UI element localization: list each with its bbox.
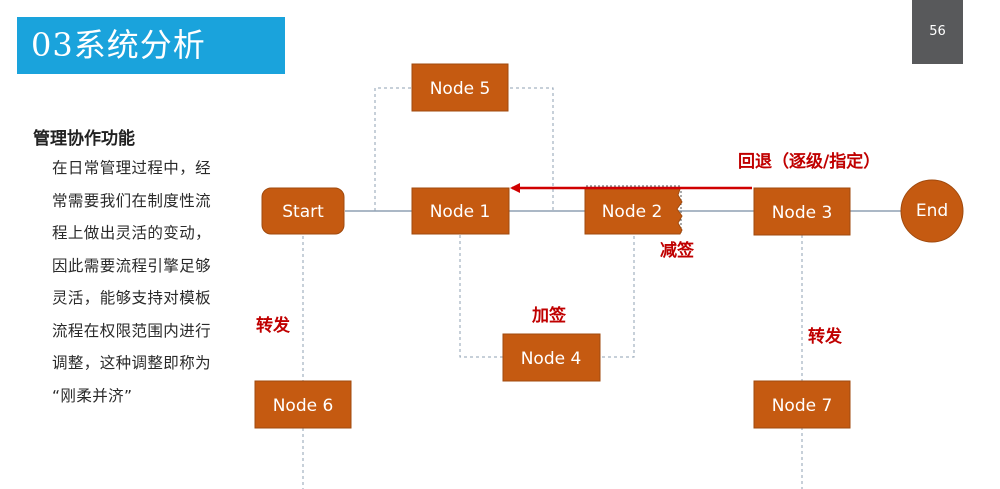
node-end: End: [900, 179, 964, 243]
description-line: 程上做出灵活的变动，: [52, 224, 212, 242]
node-end-label: End: [916, 201, 948, 221]
connector-node4: [459, 235, 635, 358]
node-start-label: Start: [282, 202, 324, 222]
section-heading: 管理协作功能: [33, 129, 135, 149]
node-4: Node 4: [502, 333, 601, 382]
rollback-label: 回退（逐级/指定）: [738, 151, 880, 172]
node-2-label: Node 2: [602, 202, 663, 222]
node-1-label: Node 1: [430, 202, 491, 222]
node-5: Node 5: [411, 63, 509, 112]
node-6-label: Node 6: [273, 396, 334, 416]
node-1: Node 1: [411, 187, 510, 235]
slide-title: 03系统分析: [17, 17, 285, 74]
node-start: Start: [261, 187, 345, 235]
node-5-label: Node 5: [430, 79, 491, 99]
description-line: 因此需要流程引擎足够: [52, 256, 212, 275]
remove-sign-label: 减签: [660, 240, 695, 261]
node-7: Node 7: [753, 380, 851, 429]
description-line: 灵活，能够支持对模板: [52, 289, 212, 307]
description-line: 在日常管理过程中，经: [52, 159, 212, 177]
description-line: 流程在权限范围内进行: [52, 321, 212, 340]
node-2: Node 2: [584, 188, 683, 235]
description-line: 调整，这种调整即称为: [52, 354, 212, 372]
add-sign-label: 加签: [531, 305, 567, 326]
node-3: Node 3: [753, 187, 851, 236]
description-line: 常需要我们在制度性流: [52, 191, 212, 210]
node-4-label: Node 4: [521, 349, 582, 369]
node-3-label: Node 3: [772, 203, 833, 223]
dashed-connectors: [302, 87, 803, 489]
description-line: “刚柔并济”: [52, 386, 133, 405]
node-7-label: Node 7: [772, 396, 833, 416]
forward-label-right: 转发: [808, 326, 843, 347]
forward-label-left: 转发: [256, 315, 291, 336]
page-number: 56: [912, 0, 963, 64]
node-6: Node 6: [254, 380, 352, 429]
description-text: 在日常管理过程中，经 常需要我们在制度性流 程上做出灵活的变动， 因此需要流程引…: [52, 152, 224, 412]
